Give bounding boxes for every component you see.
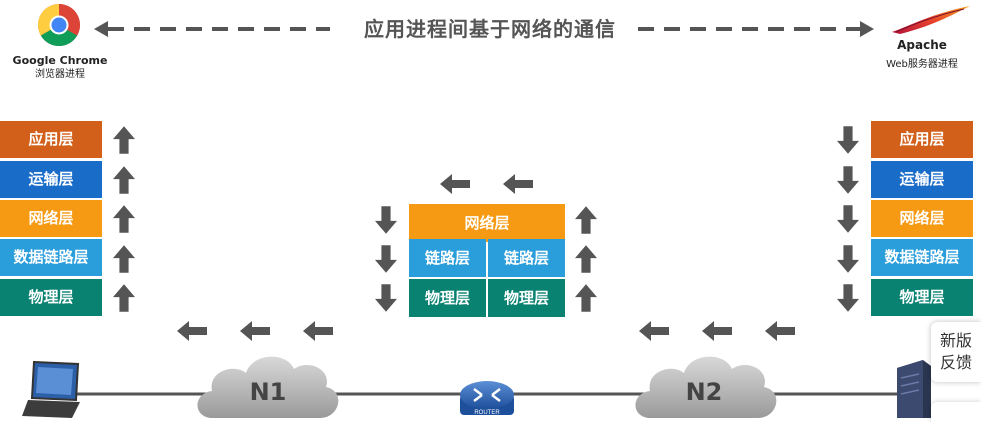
up-arrow-icon (113, 284, 135, 312)
cloud-n2 (628, 345, 780, 418)
down-arrow-icon (837, 205, 859, 233)
right-datalink-layer: 数据链路层 (871, 239, 973, 276)
router-link-layer-right: 链路层 (488, 239, 565, 277)
left-arrow-icon (765, 321, 795, 341)
server-app-sub: Web服务器进程 (886, 59, 958, 70)
right-transport-layer: 运输层 (871, 161, 973, 198)
down-arrow-icon (837, 245, 859, 273)
feedback-line1: 新版 (939, 331, 972, 350)
side-widget-tab[interactable] (931, 402, 981, 422)
diagram-title: 应用进程间基于网络的通信 (364, 17, 616, 41)
server-app-name: Apache (897, 38, 947, 52)
left-arrow-icon (303, 321, 333, 341)
down-arrow-icon (837, 166, 859, 194)
router-physical-layer-left: 物理层 (409, 279, 486, 317)
left-arrow-icon (177, 321, 207, 341)
down-arrow-icon (837, 126, 859, 154)
down-arrow-icon (375, 206, 397, 234)
left-application-layer: 应用层 (0, 121, 102, 158)
left-datalink-layer: 数据链路层 (0, 239, 102, 276)
down-arrow-icon (837, 284, 859, 312)
down-arrow-icon (375, 245, 397, 273)
up-arrow-icon (575, 284, 597, 312)
down-arrow-icon (375, 284, 397, 312)
server-icon (893, 360, 933, 418)
client-app-name: Google Chrome (12, 54, 108, 67)
client-app-sub: 浏览器进程 (35, 69, 85, 80)
up-arrow-icon (575, 245, 597, 273)
feedback-button[interactable]: 新版 反馈 (931, 322, 981, 382)
left-physical-layer: 物理层 (0, 279, 102, 316)
router-link-layer-left: 链路层 (409, 239, 486, 277)
cloud-n1-label: N1 (249, 378, 287, 406)
svg-text:ROUTER: ROUTER (474, 410, 500, 416)
left-arrow-icon (702, 321, 732, 341)
left-arrow-icon (440, 174, 470, 194)
left-arrow-icon (503, 174, 533, 194)
left-arrow-icon (639, 321, 669, 341)
laptop-icon (22, 360, 84, 418)
feedback-line2: 反馈 (939, 353, 972, 372)
up-arrow-icon (575, 206, 597, 234)
up-arrow-icon (113, 166, 135, 194)
chrome-logo-icon (37, 3, 81, 47)
up-arrow-icon (113, 245, 135, 273)
router-network-layer: 网络层 (409, 204, 565, 242)
apache-feather-icon (890, 4, 972, 36)
router-icon: ROUTER (458, 375, 516, 418)
cloud-n2-label: N2 (685, 378, 723, 406)
right-application-layer: 应用层 (871, 121, 973, 158)
dashed-double-arrow (94, 21, 874, 37)
up-arrow-icon (113, 126, 135, 154)
cloud-n1 (190, 345, 342, 418)
left-arrow-icon (240, 321, 270, 341)
router-physical-layer-right: 物理层 (488, 279, 565, 317)
right-network-layer: 网络层 (871, 200, 973, 237)
up-arrow-icon (113, 205, 135, 233)
right-physical-layer: 物理层 (871, 279, 973, 316)
left-network-layer: 网络层 (0, 200, 102, 237)
left-transport-layer: 运输层 (0, 161, 102, 198)
